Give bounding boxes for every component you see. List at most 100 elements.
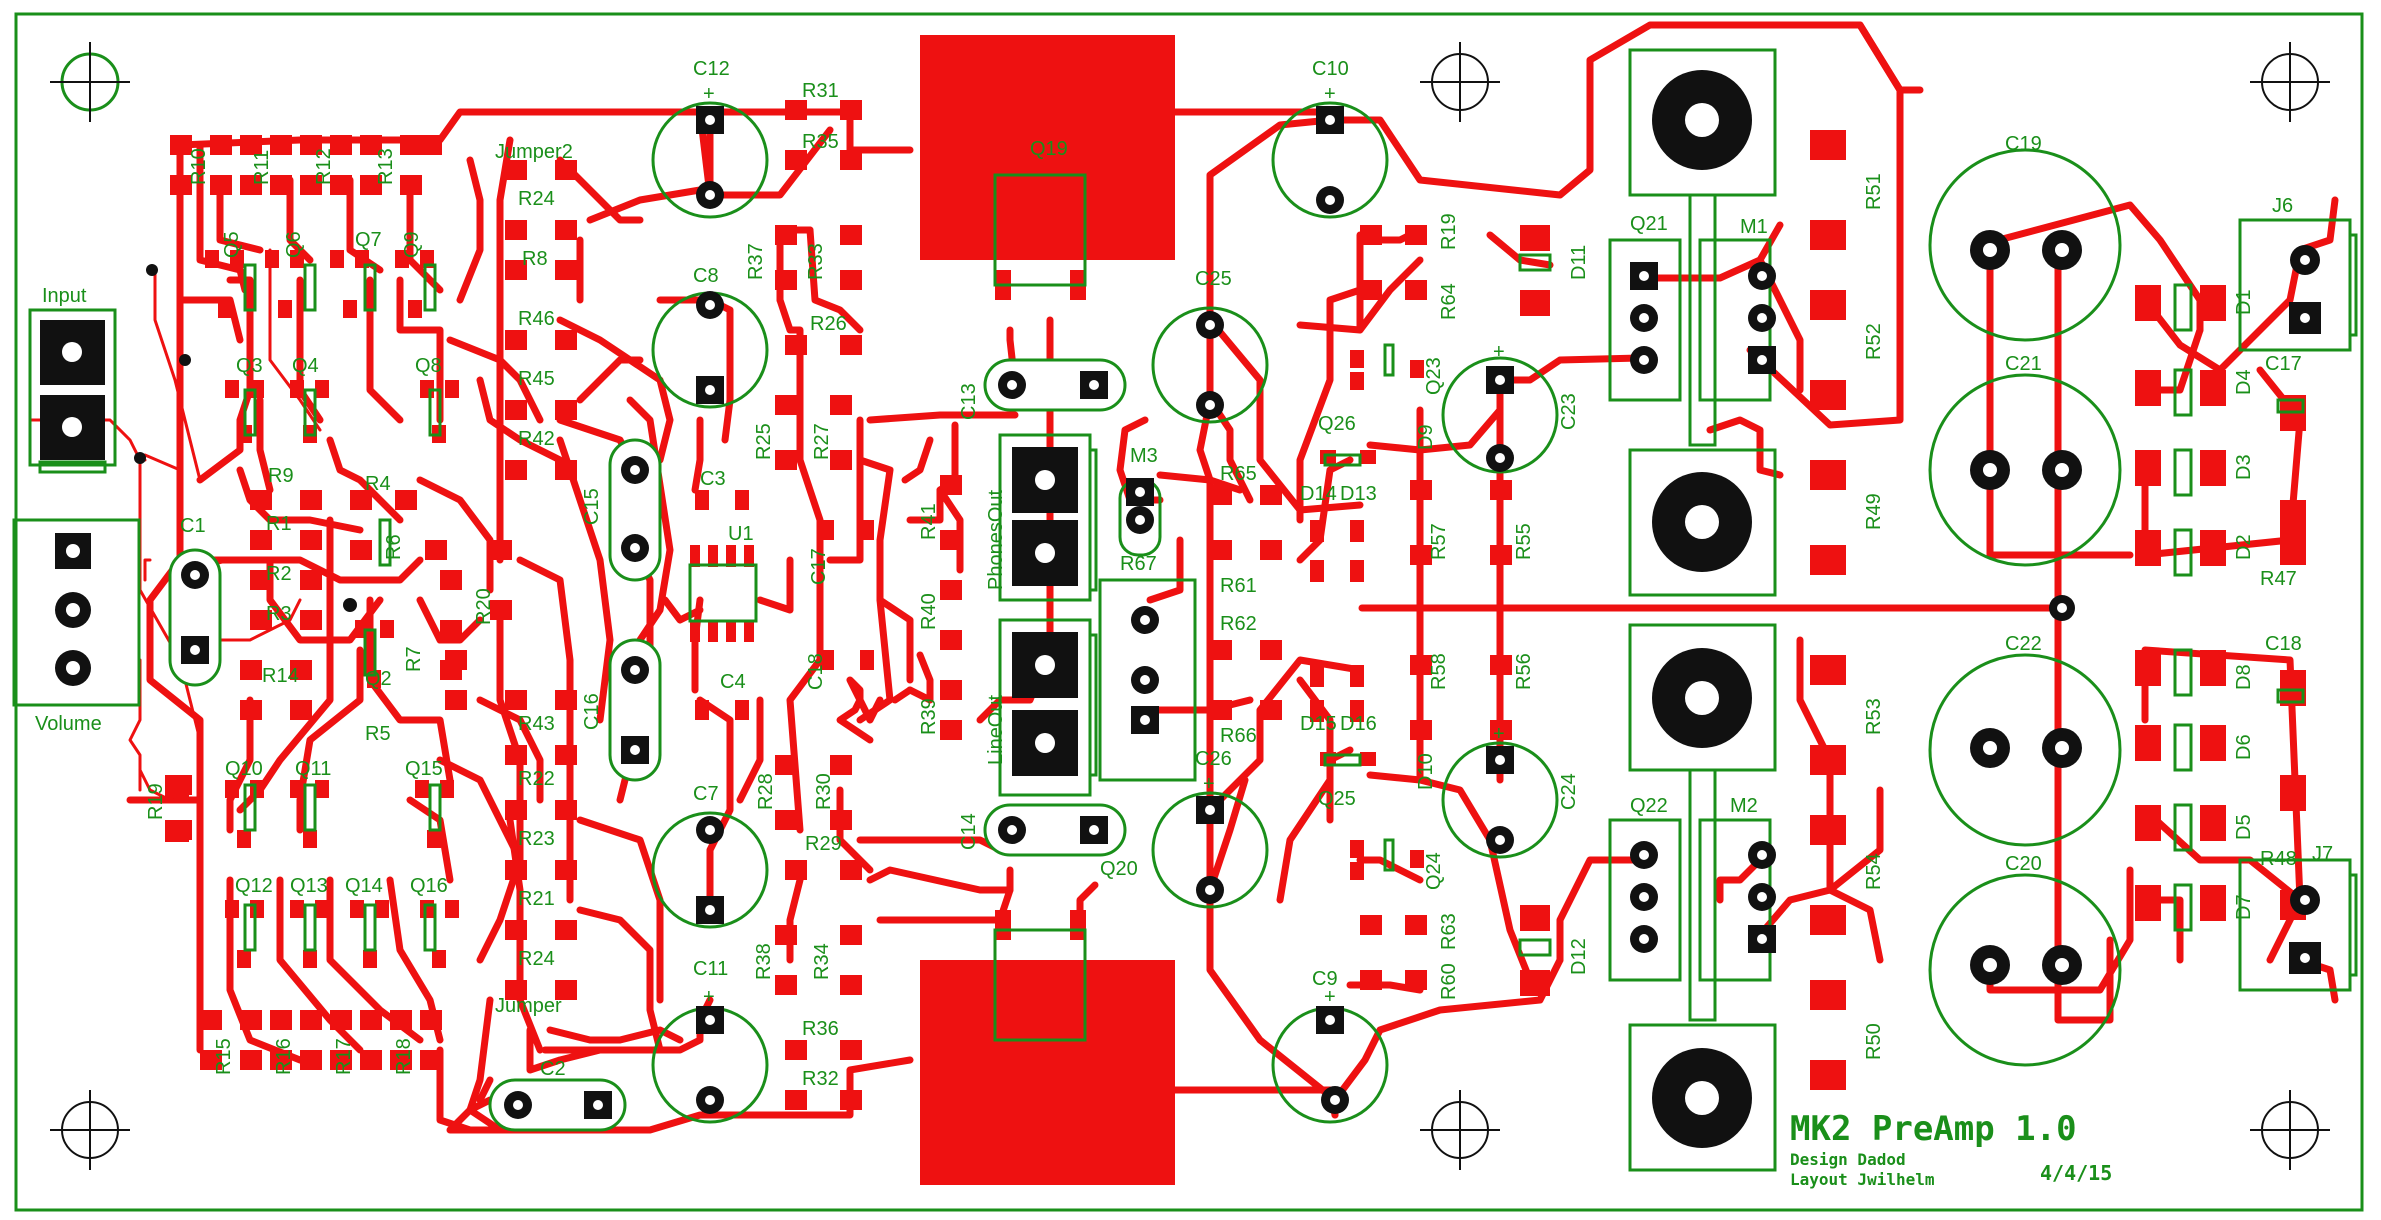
svg-text:+: + (1324, 83, 1336, 105)
label-m2: M2 (1730, 795, 1758, 817)
ref-label-r41: R41 (918, 503, 940, 540)
ref-label-c4: C4 (720, 671, 746, 693)
ref-label-c18a: C18 (805, 653, 827, 690)
ref-label-r47: R47 (2260, 568, 2297, 590)
svg-text:+: + (1203, 773, 1215, 795)
svg-text:+: + (1493, 723, 1505, 745)
ref-label-r24a: R24 (518, 188, 555, 210)
ref-label-r7: R7 (403, 646, 425, 672)
label-line-out: LineOut (985, 695, 1007, 765)
ref-label-q21: Q21 (1630, 213, 1668, 235)
ref-label-r23: R23 (518, 828, 555, 850)
ref-label-r25: R25 (753, 423, 775, 460)
ref-label-r12: R12 (313, 148, 335, 185)
ref-label-d11: D11 (1568, 245, 1590, 280)
layout-credit: Layout Jwilhelm (1790, 1170, 1935, 1189)
ref-label-r55: R55 (1513, 523, 1535, 560)
ref-label-r24b: R24 (518, 948, 555, 970)
ref-label-c7: C7 (693, 783, 719, 805)
ref-label-d1: D1 (2233, 289, 2255, 315)
ref-label-r9: R9 (268, 465, 294, 487)
ref-label-r34: R34 (811, 943, 833, 980)
ref-label-r62: R62 (1220, 613, 1257, 635)
ref-label-q13: Q13 (290, 875, 328, 897)
ref-label-c13: C13 (958, 383, 980, 420)
ref-label-d10: D10 (1415, 753, 1437, 790)
ref-label-r29: R29 (805, 833, 842, 855)
ref-label-q9: Q9 (401, 231, 423, 258)
ref-label-d4: D4 (2233, 369, 2255, 395)
ref-label-r64: R64 (1438, 283, 1460, 320)
ref-label-q10: Q10 (225, 758, 263, 780)
ref-label-r49: R49 (1863, 493, 1885, 530)
ref-label-r45: R45 (518, 368, 555, 390)
svg-text:+: + (703, 83, 715, 105)
ref-label-q2: Q2 (365, 668, 392, 690)
ref-label-r1: R1 (266, 513, 292, 535)
ref-label-r48: R48 (2260, 848, 2297, 870)
ref-label-c26: C26 (1195, 748, 1232, 770)
ref-label-r5: R5 (365, 723, 391, 745)
ref-label-d15: D15 (1300, 713, 1337, 735)
ref-label-r14: R14 (262, 665, 299, 687)
ref-label-r50: R50 (1863, 1023, 1885, 1060)
ref-label-r19b: R19 (1438, 213, 1460, 250)
ref-label-r39: R39 (918, 698, 940, 735)
label-volume: Volume (35, 713, 102, 735)
ref-label-r2: R2 (266, 563, 292, 585)
mounting-hole-top-mid (1420, 42, 1500, 122)
mounting-hole-bottom-left (50, 1090, 130, 1170)
mounting-hole-bottom-right (2250, 1090, 2330, 1170)
ref-label-d13: D13 (1340, 483, 1377, 505)
ref-label-d2: D2 (2233, 534, 2255, 560)
ref-label-c23: C23 (1558, 393, 1580, 430)
ref-label-r57: R57 (1428, 523, 1450, 560)
ref-label-d6: D6 (2233, 734, 2255, 760)
ref-label-q4: Q4 (292, 355, 319, 377)
ref-label-r13: R13 (375, 148, 397, 185)
ref-label-d3: D3 (2233, 454, 2255, 480)
ref-label-r22: R22 (518, 768, 555, 790)
ref-label-c17b: C17 (2265, 353, 2302, 375)
input-connector[interactable] (28, 308, 117, 467)
ref-label-c11: C11 (693, 958, 728, 980)
design-credit: Design Dadod (1790, 1150, 1906, 1169)
ref-label-c22: C22 (2005, 633, 2042, 655)
ref-label-r31: R31 (802, 80, 839, 102)
svg-text:+: + (1493, 341, 1505, 363)
board-title: MK2 PreAmp 1.0 (1790, 1109, 2077, 1149)
ref-label-r52: R52 (1863, 323, 1885, 360)
ref-label-r56: R56 (1513, 653, 1535, 690)
ref-label-r26: R26 (810, 313, 847, 335)
ref-label-r6: R6 (383, 534, 405, 560)
ref-label-c2: C2 (540, 1058, 566, 1080)
ref-label-r8: R8 (522, 248, 548, 270)
volume-connector[interactable] (12, 518, 141, 707)
ref-label-r67: R67 (1120, 553, 1157, 575)
polarity-markers: + + + + + + + (703, 83, 1505, 1008)
through-hole-pads (40, 70, 2321, 1148)
ref-label-r65: R65 (1220, 463, 1257, 485)
ref-label-d9: D9 (1415, 424, 1437, 450)
ref-label-q23: Q23 (1423, 357, 1445, 395)
ref-label-r61: R61 (1220, 575, 1257, 597)
ref-label-d12: D12 (1568, 938, 1590, 975)
label-phones-out: PhonesOut (985, 489, 1007, 590)
ref-label-q11: Q11 (295, 758, 331, 780)
title-block: MK2 PreAmp 1.0 Design Dadod Layout Jwilh… (1790, 1109, 2112, 1189)
mounting-hole-top-right (2250, 42, 2330, 122)
ref-label-r3: R3 (266, 603, 292, 625)
ref-label-r33: R33 (805, 243, 827, 280)
svg-text:+: + (1324, 986, 1336, 1008)
ref-label-c21: C21 (2005, 353, 2042, 375)
ref-label-q20: Q20 (1100, 858, 1138, 880)
ref-label-jumper: Jumper (495, 995, 562, 1017)
ref-label-c8: C8 (693, 265, 719, 287)
ref-label-u1: U1 (728, 523, 754, 545)
smd-pads (165, 100, 2306, 1110)
ref-label-d16: D16 (1340, 713, 1377, 735)
ref-label-r42: R42 (518, 428, 555, 450)
ref-label-r4: R4 (365, 473, 391, 495)
ref-label-q25: Q25 (1318, 788, 1356, 810)
